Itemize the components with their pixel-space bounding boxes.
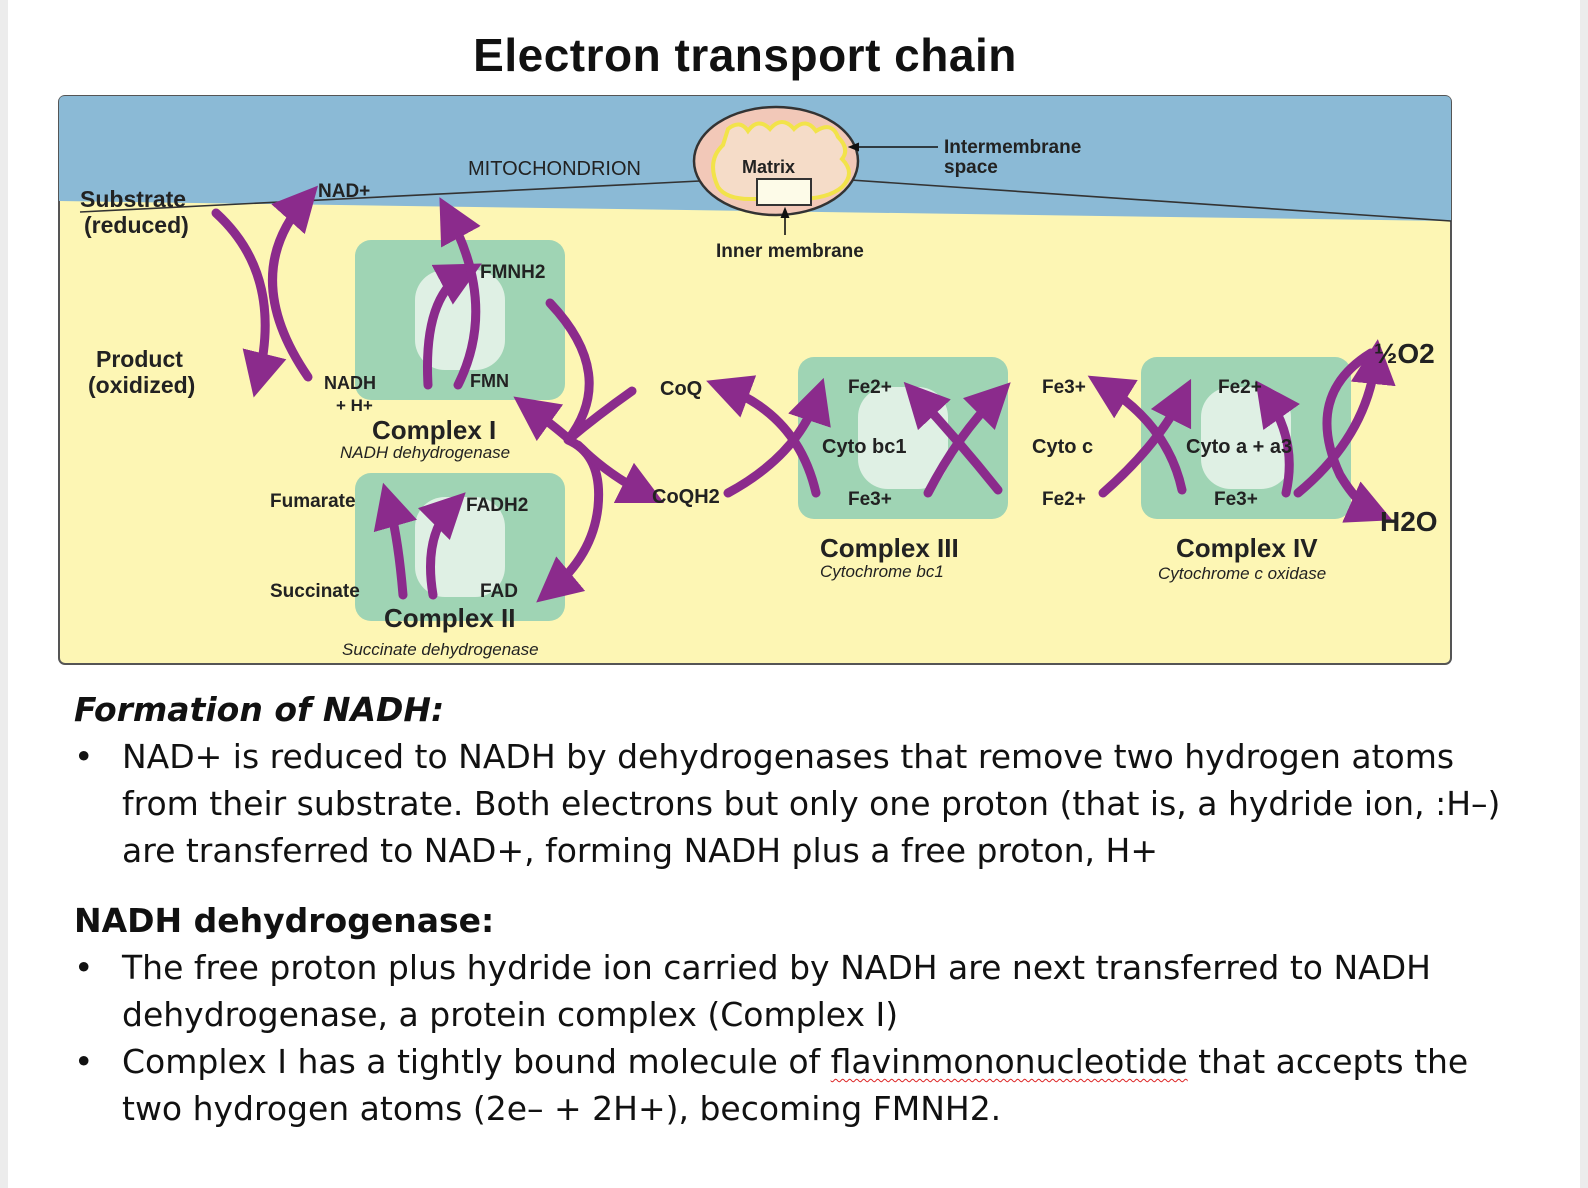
section-2-bullet-2: • Complex I has a tightly bound molecule… bbox=[74, 1038, 1524, 1132]
nad-plus-label: NAD+ bbox=[318, 181, 370, 202]
section-2-bullets: • The free proton plus hydride ion carrie… bbox=[74, 944, 1524, 1132]
fmn-label: FMN bbox=[470, 371, 509, 391]
substrate-label-2: (reduced) bbox=[84, 212, 189, 238]
matrix-label: Matrix bbox=[742, 157, 795, 177]
spellcheck-flagged-word[interactable]: flavinmononucleotide bbox=[830, 1042, 1188, 1081]
section-1-bullet: • NAD+ is reduced to NADH by dehydrogenas… bbox=[74, 733, 1524, 874]
complex-4-name: Complex IV bbox=[1176, 533, 1318, 563]
etc-diagram-svg: MITOCHONDRION Matrix Intermembrane space… bbox=[58, 95, 1452, 665]
complex-1-enzyme: NADH dehydrogenase bbox=[340, 443, 510, 462]
complex-3-center: Cyto bc1 bbox=[822, 436, 906, 458]
intermembrane-label-1: Intermembrane bbox=[944, 137, 1081, 158]
cyto-c-fe-bottom: Fe2+ bbox=[1042, 489, 1086, 510]
arrow-fmnh2-to-coq bbox=[545, 298, 637, 444]
complex-3-enzyme: Cytochrome bc1 bbox=[820, 562, 944, 581]
etc-diagram: MITOCHONDRION Matrix Intermembrane space… bbox=[58, 95, 1452, 665]
arrow-cytoc-bottom bbox=[1098, 378, 1192, 498]
slide-title: Electron transport chain bbox=[473, 29, 1017, 81]
succinate-label: Succinate bbox=[270, 581, 360, 602]
page-edge-left bbox=[0, 0, 8, 1188]
arrow-c4-fe bbox=[1255, 380, 1300, 498]
zoom-line-right bbox=[835, 178, 1452, 222]
mitochondrion-label: MITOCHONDRION bbox=[468, 158, 641, 180]
arrow-nad-to-nadh bbox=[268, 185, 318, 382]
section-1-bullets: • NAD+ is reduced to NADH by dehydrogenas… bbox=[74, 733, 1524, 874]
water-label: H2O bbox=[1380, 506, 1438, 537]
bullet-glyph: • bbox=[74, 948, 94, 987]
section-2-bullet-1: • The free proton plus hydride ion carrie… bbox=[74, 944, 1524, 1038]
complex-3-fe-bottom: Fe3+ bbox=[848, 489, 892, 510]
complex-1-name: Complex I bbox=[372, 415, 496, 445]
arrow-c4-to-o2 bbox=[1293, 339, 1396, 498]
bullet-glyph: • bbox=[74, 1042, 94, 1081]
coqh2-label: CoQH2 bbox=[652, 486, 720, 508]
product-label-1: Product bbox=[96, 346, 183, 372]
section-2-bullet-2-pre: Complex I has a tightly bound molecule o… bbox=[122, 1042, 831, 1081]
section-2-bullet-2-post: that accepts the two hydrogen atoms (2e–… bbox=[122, 1042, 1469, 1128]
fumarate-label: Fumarate bbox=[270, 491, 356, 512]
section-1-heading: Formation of NADH: bbox=[74, 690, 445, 729]
arrow-succinate-fumarate bbox=[373, 482, 418, 600]
section-1-bullet-text: NAD+ is reduced to NADH by dehydrogenase… bbox=[122, 737, 1501, 870]
substrate-label-1: Substrate bbox=[80, 186, 186, 212]
complex-4-center: Cyto a + a3 bbox=[1186, 436, 1292, 458]
section-2-bullet-1-text: The free proton plus hydride ion carried… bbox=[122, 948, 1431, 1034]
complex-4-enzyme: Cytochrome c oxidase bbox=[1158, 564, 1326, 583]
complex-3-name: Complex III bbox=[820, 533, 959, 563]
oxygen-label: ½O2 bbox=[1374, 338, 1435, 369]
bullet-glyph: • bbox=[74, 737, 94, 776]
fmnh2-label: FMNH2 bbox=[480, 262, 545, 283]
cyto-c-fe-top: Fe3+ bbox=[1042, 377, 1086, 398]
page-edge-right bbox=[1580, 0, 1588, 1188]
complex-3-fe-top: Fe2+ bbox=[848, 377, 892, 398]
nadh-label: NADH bbox=[324, 373, 376, 393]
complex-2-name: Complex II bbox=[384, 603, 515, 633]
arrow-c3-fe-bottom bbox=[903, 381, 1003, 495]
product-label-2: (oxidized) bbox=[88, 372, 195, 398]
arrow-c3-to-coq bbox=[706, 375, 821, 498]
complex-2-enzyme: Succinate dehydrogenase bbox=[342, 640, 539, 659]
fad-label: FAD bbox=[480, 581, 518, 602]
arrow-to-coqh2 bbox=[573, 440, 665, 504]
arrow-fad-fadh2 bbox=[418, 492, 466, 600]
section-nadh-dehydrogenase: NADH dehydrogenase: • The free proton plu… bbox=[74, 897, 1524, 1132]
fadh2-label: FADH2 bbox=[466, 495, 528, 516]
intermembrane-label-2: space bbox=[944, 157, 998, 178]
complex-4-fe-bottom: Fe3+ bbox=[1214, 489, 1258, 510]
h-plus-label: + H+ bbox=[336, 396, 373, 415]
inner-membrane-label: Inner membrane bbox=[716, 241, 864, 262]
arrow-nadh-reoxidized bbox=[439, 197, 481, 390]
zoom-line-left bbox=[79, 176, 781, 213]
coq-label: CoQ bbox=[660, 378, 702, 400]
arrow-coqh2-to-c3 bbox=[723, 377, 831, 498]
section-formation-of-nadh: Formation of NADH: • NAD+ is reduced to N… bbox=[74, 686, 1524, 874]
section-2-heading: NADH dehydrogenase: bbox=[74, 901, 495, 940]
mitochondrion-icon bbox=[692, 105, 860, 217]
cyto-c-label: Cyto c bbox=[1032, 436, 1093, 458]
arrow-fmn-to-fmnh2 bbox=[423, 263, 482, 390]
complex-4-fe-top: Fe2+ bbox=[1218, 377, 1262, 398]
arrow-substrate-to-product bbox=[211, 208, 287, 398]
